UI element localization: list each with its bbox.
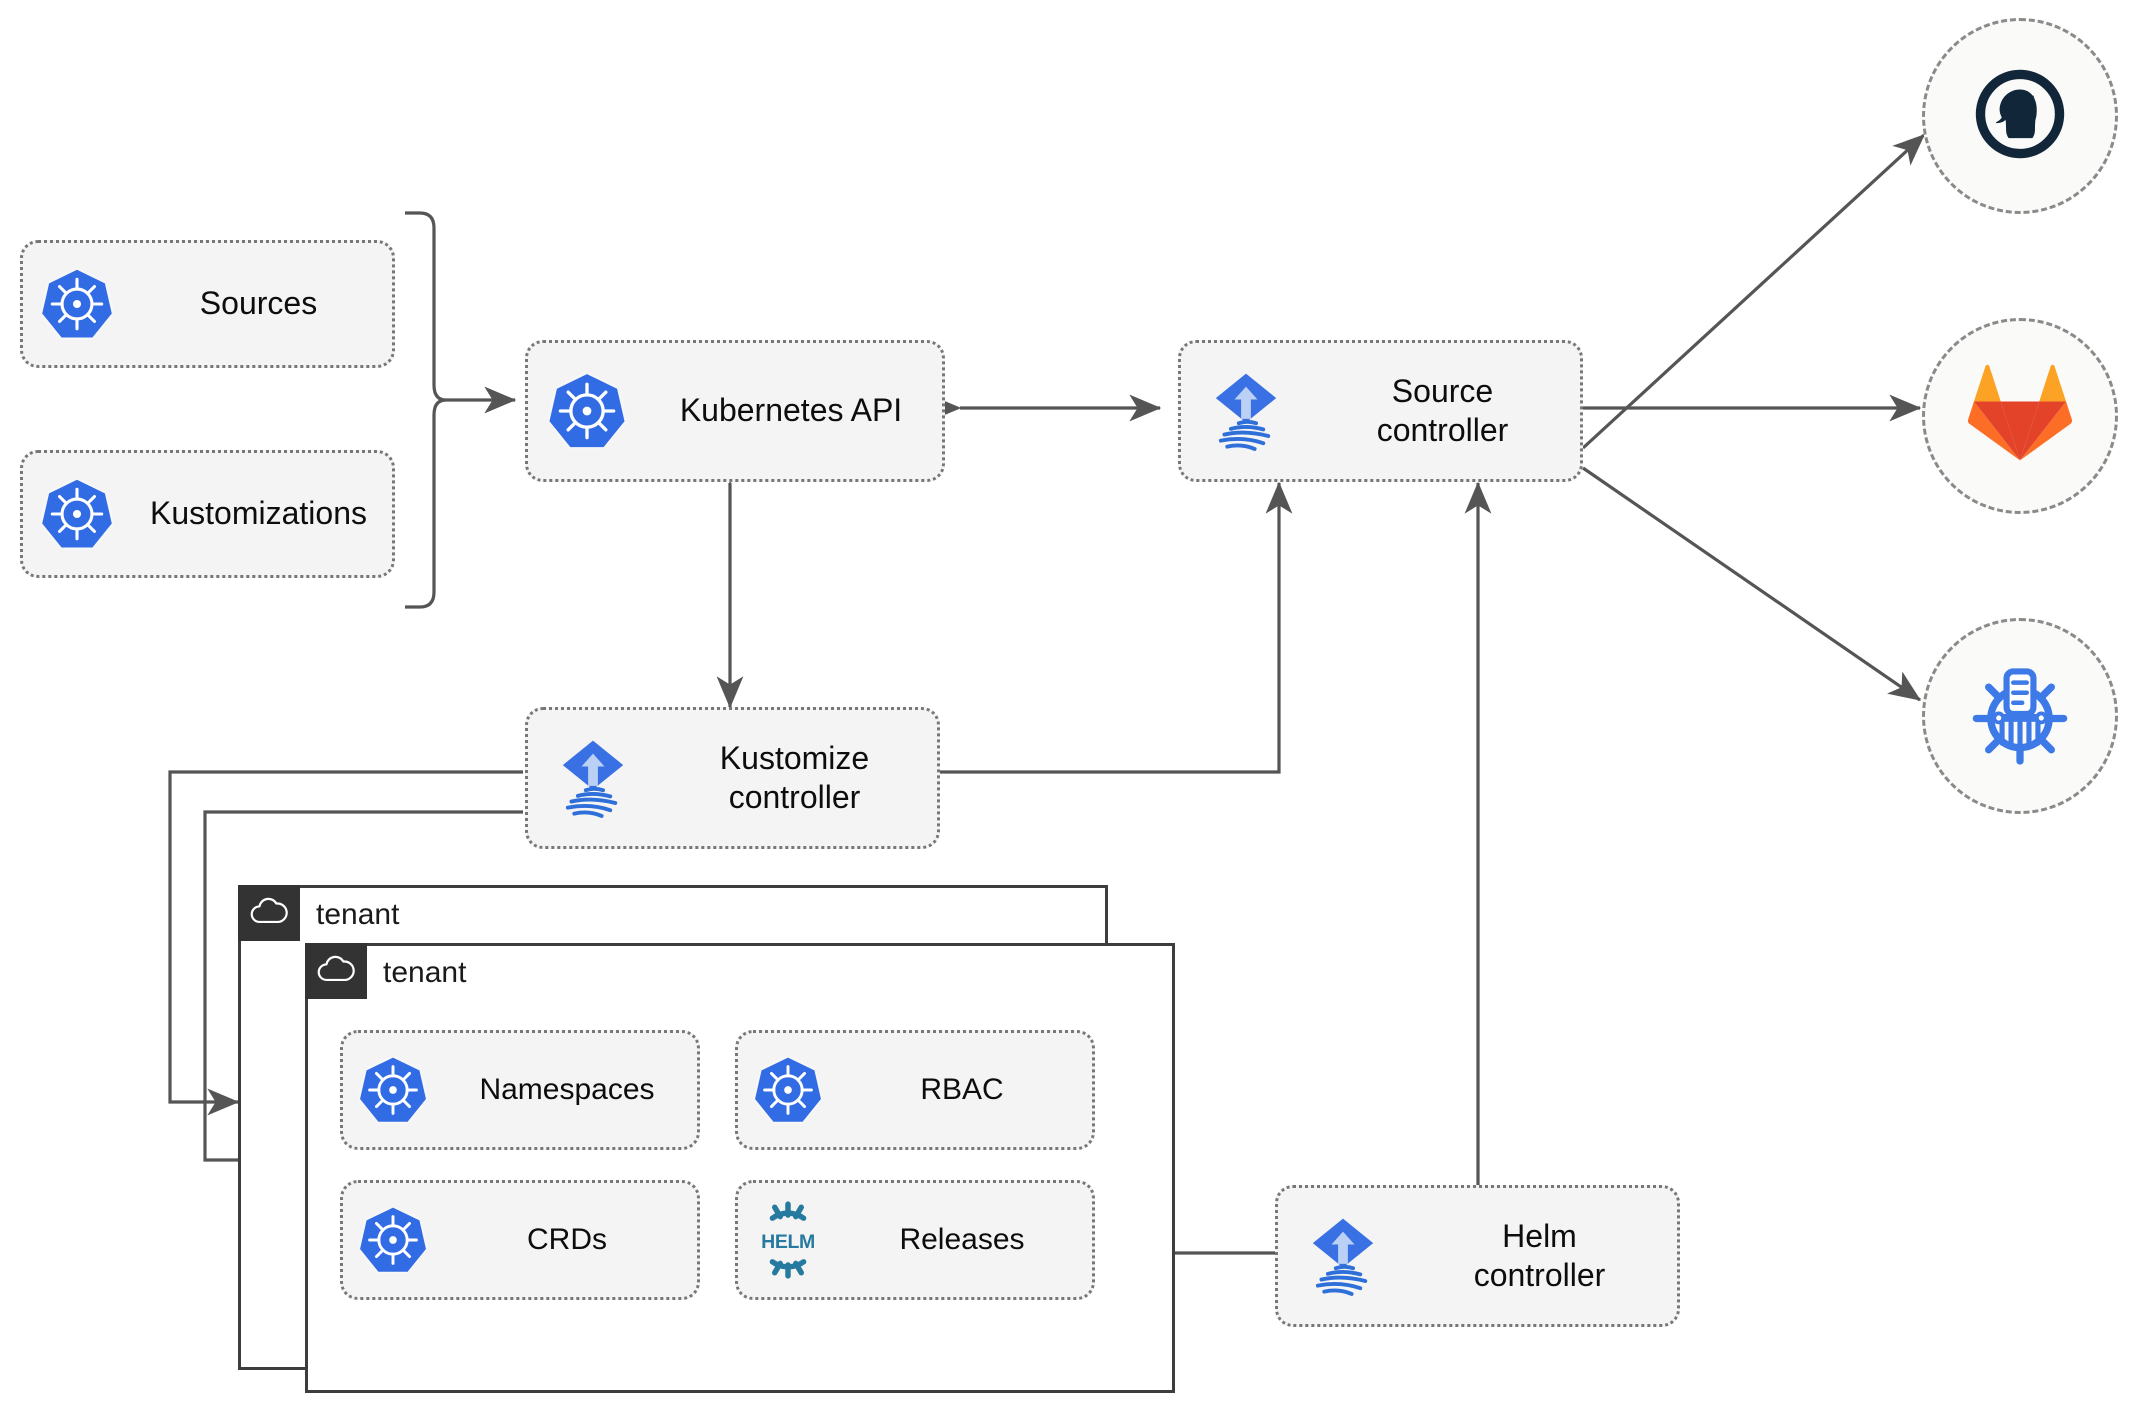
node-source-controller[interactable]: Source controller [1178,340,1583,482]
node-kubernetes-api-label: Kubernetes API [679,392,903,429]
node-sources[interactable]: Sources [20,240,395,368]
provider-helm-repository[interactable] [1922,618,2118,814]
flux-icon [528,732,658,824]
kubernetes-icon [343,1054,443,1126]
kubernetes-icon [528,370,646,452]
node-kustomizations[interactable]: Kustomizations [20,450,395,578]
cloud-icon [316,955,356,988]
node-helm-controller[interactable]: Helm controller [1275,1185,1680,1327]
helm-registry-icon [1964,658,2076,775]
resource-releases[interactable]: HELM Releases [735,1180,1095,1300]
helm-icon: HELM [738,1201,838,1279]
provider-gitlab[interactable] [1922,318,2118,514]
resource-rbac[interactable]: RBAC [735,1030,1095,1150]
node-sources-label: Sources [199,285,318,322]
node-helm-controller-label: Helm controller [1473,1217,1606,1293]
node-source-controller-label: Source controller [1376,372,1509,448]
flux-icon [1181,365,1311,457]
tenant-tab-2 [305,943,367,999]
gitlab-icon [1966,364,2074,469]
resource-releases-label: Releases [899,1222,1025,1256]
resource-namespaces[interactable]: Namespaces [340,1030,700,1150]
tenant-tab-1 [238,885,300,941]
node-kustomizations-label: Kustomizations [150,495,367,532]
edge-sourcectrl-registry [1582,466,1922,702]
tenant-container-2[interactable] [305,943,1175,1393]
resource-crds-label: CRDs [527,1222,607,1256]
resource-rbac-label: RBAC [920,1072,1004,1106]
svg-text:HELM: HELM [761,1231,815,1253]
tenant-label-1: tenant [310,898,406,932]
provider-github[interactable] [1922,18,2118,214]
cloud-icon [249,897,289,930]
flux-icon [1278,1210,1408,1302]
tenant-label-2: tenant [377,956,473,990]
node-kustomize-controller[interactable]: Kustomize controller [525,707,940,849]
kubernetes-icon [343,1204,443,1276]
edge-brace [405,211,447,609]
node-kustomize-controller-label: Kustomize controller [719,739,870,815]
edge-kustomizectrl-sourcectrl [940,481,1293,774]
github-icon [1968,62,2072,171]
kubernetes-icon [23,476,131,552]
kubernetes-icon [738,1054,838,1126]
node-kubernetes-api[interactable]: Kubernetes API [525,340,945,482]
resource-namespaces-label: Namespaces [479,1072,655,1106]
edge-sourcectrl-github [1581,133,1926,450]
resource-crds[interactable]: CRDs [340,1180,700,1300]
kubernetes-icon [23,266,131,342]
